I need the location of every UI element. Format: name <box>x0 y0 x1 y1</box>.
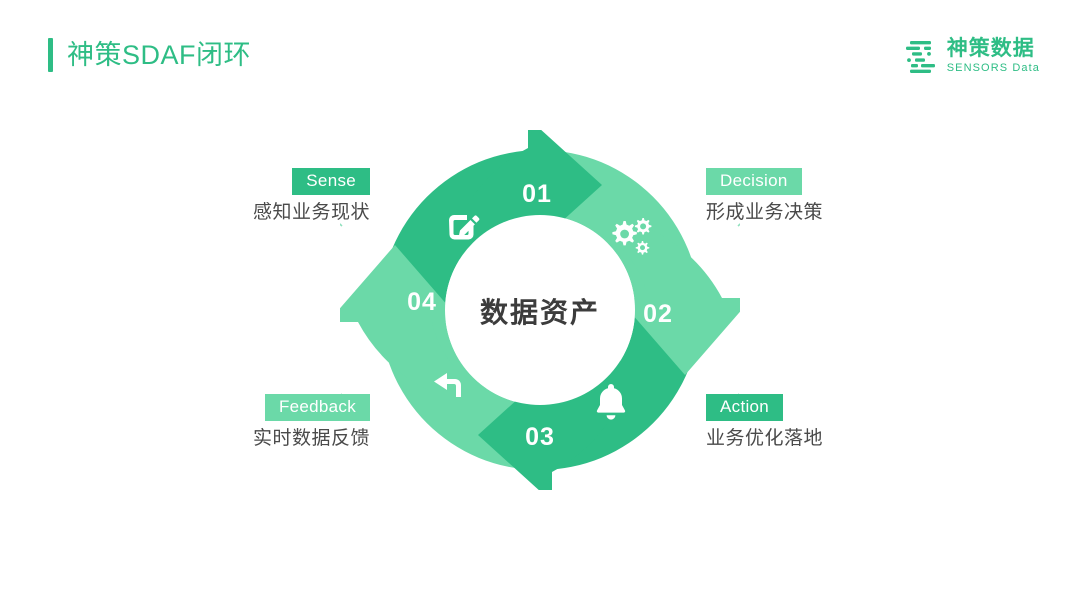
title-accent-bar <box>48 38 53 72</box>
brand-name-cn: 神策数据 <box>946 37 1035 60</box>
cycle-inner-disc <box>445 215 635 405</box>
brand-logo: 神策数据 SENSORS Data <box>904 38 1040 75</box>
arrow-head-04 <box>340 245 486 390</box>
arrow-head-02 <box>594 230 740 375</box>
step-number-03: 03 <box>525 423 555 451</box>
desc-action: 业务优化落地 <box>706 428 824 449</box>
callout-feedback: Feedback 实时数据反馈 <box>140 394 370 451</box>
desc-feedback: 实时数据反馈 <box>252 428 370 449</box>
desc-decision: 形成业务决策 <box>706 202 824 223</box>
sensors-logo-icon <box>904 39 938 75</box>
callout-decision: Decision 形成业务决策 <box>706 168 936 225</box>
badge-action: Action <box>706 394 784 421</box>
badge-feedback: Feedback <box>264 394 370 421</box>
page-title-block: 神策SDAF闭环 <box>48 38 251 72</box>
edit-square-icon <box>449 215 480 240</box>
brand-name-en: SENSORS Data <box>946 62 1040 74</box>
step-number-01: 01 <box>522 180 552 208</box>
badge-decision: Decision <box>706 168 802 195</box>
cycle-center-label: 数据资产 <box>480 297 600 328</box>
callout-sense: Sense 感知业务现状 <box>140 168 370 225</box>
arrow-head-03 <box>478 344 620 490</box>
desc-sense: 感知业务现状 <box>252 202 370 223</box>
step-number-04: 04 <box>407 288 437 316</box>
brand-logo-text: 神策数据 SENSORS Data <box>947 38 1040 75</box>
slide-header: 神策SDAF闭环 神策数据 SENSORS Da <box>0 0 1080 110</box>
callout-action: Action 业务优化落地 <box>706 394 936 451</box>
return-arrow-icon <box>434 373 461 397</box>
gears-icon <box>612 218 652 255</box>
sdaf-cycle-diagram: 01 02 03 04 数据资产 <box>0 110 1080 530</box>
step-number-02: 02 <box>643 300 673 328</box>
badge-sense: Sense <box>292 168 370 195</box>
cycle-graphic: 01 02 03 04 数据资产 <box>340 130 740 490</box>
page-title: 神策SDAF闭环 <box>67 40 252 70</box>
bell-icon <box>596 384 626 420</box>
